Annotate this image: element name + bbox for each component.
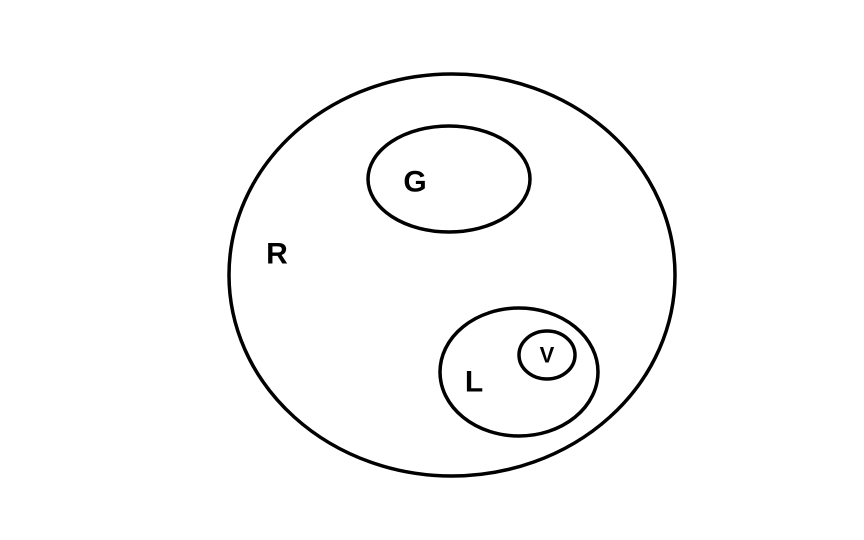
set-g: G (366, 124, 532, 234)
set-v: V (517, 329, 577, 381)
set-r: R (227, 72, 677, 478)
set-l-outline (438, 306, 600, 438)
set-v-label: V (540, 343, 555, 368)
set-l-label: L (465, 366, 483, 399)
set-g-outline (366, 124, 532, 234)
set-v-outline (517, 329, 577, 381)
set-r-label: R (266, 238, 288, 271)
set-r-outline (227, 72, 677, 478)
set-l: L (438, 306, 600, 438)
set-g-label: G (403, 166, 426, 199)
